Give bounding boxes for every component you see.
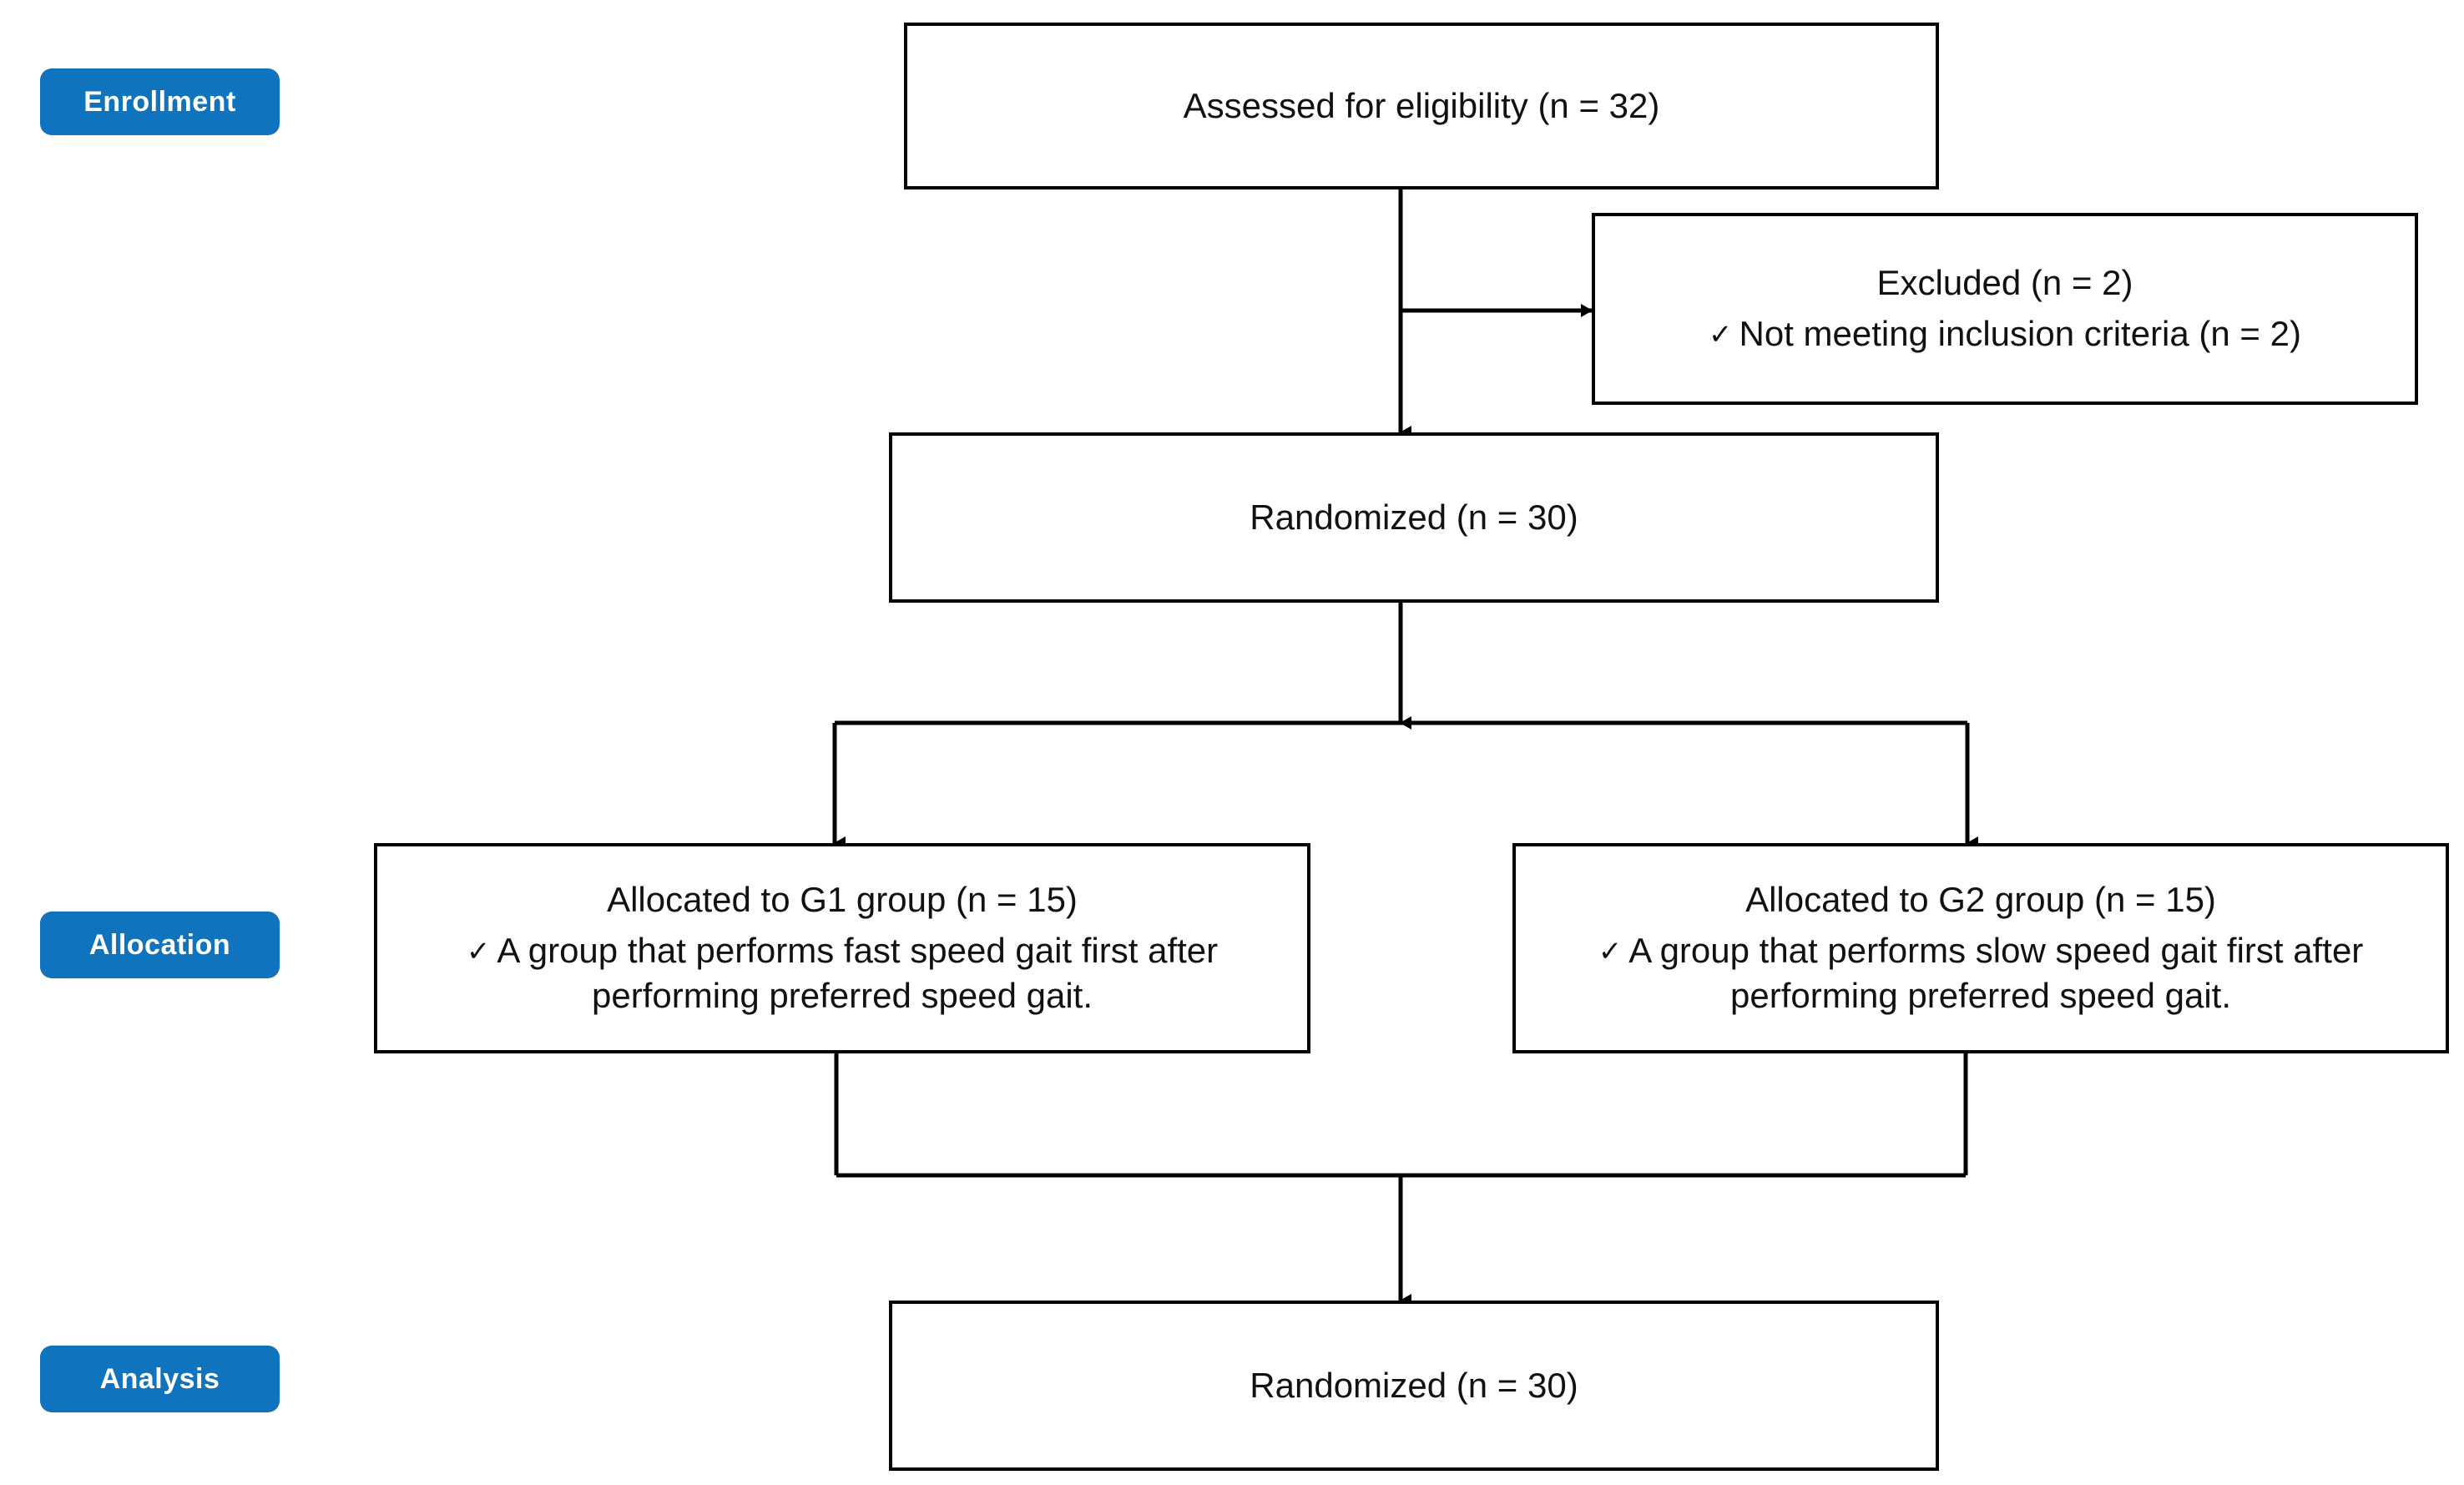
box-randomized-top-title: Randomized (n = 30): [1250, 497, 1578, 537]
box-allocated-g1-detail: ✓A group that performs fast speed gait f…: [392, 928, 1292, 1019]
stage-badge-allocation-label: Allocation: [88, 929, 231, 961]
box-allocated-g2-title: Allocated to G2 group (n = 15): [1745, 880, 2216, 920]
box-allocated-g1-detail-text: A group that performs fast speed gait fi…: [497, 930, 1219, 1016]
checkmark-icon: ✓: [466, 935, 491, 967]
stage-badge-allocation[interactable]: Allocation: [40, 912, 280, 978]
box-assessed-for-eligibility: Assessed for eligibility (n = 32): [904, 23, 1939, 189]
stage-badge-enrollment-label: Enrollment: [83, 86, 236, 118]
stage-badge-enrollment[interactable]: Enrollment: [40, 68, 280, 135]
box-assessed-title: Assessed for eligibility (n = 32): [1183, 85, 1660, 125]
box-excluded-title: Excluded (n = 2): [1876, 263, 2133, 303]
stage-badge-analysis-label: Analysis: [99, 1363, 220, 1395]
box-excluded: Excluded (n = 2) ✓Not meeting inclusion …: [1592, 213, 2418, 405]
checkmark-icon: ✓: [1598, 935, 1623, 967]
box-randomized-bottom-title: Randomized (n = 30): [1250, 1365, 1578, 1405]
checkmark-icon: ✓: [1709, 319, 1733, 351]
box-allocated-g1: Allocated to G1 group (n = 15) ✓A group …: [374, 843, 1310, 1053]
box-allocated-g2-detail: ✓A group that performs slow speed gait f…: [1531, 928, 2431, 1019]
box-randomized-bottom: Randomized (n = 30): [889, 1301, 1939, 1471]
box-allocated-g2: Allocated to G2 group (n = 15) ✓A group …: [1512, 843, 2449, 1053]
stage-badge-analysis[interactable]: Analysis: [40, 1346, 280, 1412]
box-allocated-g1-title: Allocated to G1 group (n = 15): [607, 880, 1078, 920]
box-excluded-detail: ✓Not meeting inclusion criteria (n = 2): [1709, 311, 2301, 357]
box-allocated-g2-detail-text: A group that performs slow speed gait fi…: [1628, 930, 2364, 1016]
box-excluded-detail-text: Not meeting inclusion criteria (n = 2): [1739, 314, 2301, 353]
box-randomized-top: Randomized (n = 30): [889, 432, 1939, 603]
